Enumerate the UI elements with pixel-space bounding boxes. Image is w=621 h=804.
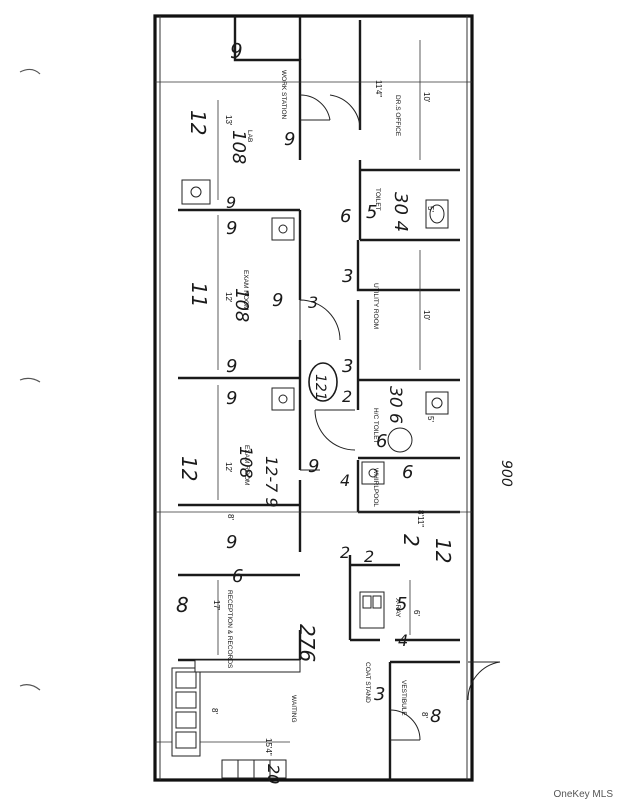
note-5-toilet: 5 [366,202,377,223]
note-8-recep: 8 [176,593,189,617]
note-9-exam1: 9 [226,218,237,239]
note-2-xray-b: 2 [364,547,374,566]
dim-top-overall: 11'4" [374,80,383,97]
label-vestibule: VESTIBULE [400,680,407,716]
dim-utility-width: 10' [422,310,431,321]
room-labels: WORK STATION DR.S OFFICE LAB TOILET EXAM… [226,70,407,723]
note-3-coat: 3 [374,684,385,705]
label-lab: LAB [246,130,253,142]
note-20: 20 [264,764,283,784]
label-whirlpool: WHIRLPOOL [372,468,379,507]
dim-lab-depth: 13' [224,115,233,126]
dim-waiting-left: 8' [210,708,219,714]
dim-exam2-depth: 12' [224,462,233,473]
note-9-lower: 9 [226,532,237,553]
label-exam-room-2: EXAM ROOM [243,445,250,485]
note-9-mid: 9 [272,290,283,311]
dim-xray-width: 6' [412,610,421,616]
note-3c: 3 [342,356,353,377]
note-6-whirl: 6 [402,462,413,483]
dim-office-width: 10' [422,92,431,103]
note-276: 276 [295,624,319,662]
circled-number-ring [308,362,338,402]
dim-reception-depth: 17' [212,600,221,611]
label-hc-toilet: H/C TOILET [372,408,379,444]
dim-vestibule-width: 8' [420,712,429,718]
note-circled: 121 [312,374,328,401]
note-12-lower: 12 [431,538,455,563]
note-9-corr: 9 [226,193,236,212]
dim-mid-right: 8'11" [416,510,425,527]
note-9-exam2: 9 [308,456,319,477]
note-6-top: 6 [340,206,351,227]
note-2-xray: 2 [340,543,350,562]
note-4-xray: 4 [398,631,408,650]
label-reception: RECEPTION & RECORDS [226,590,233,669]
note-2-whirl: 2 [399,534,423,547]
reception-counter [194,659,301,673]
label-toilet: TOILET [374,188,381,211]
label-drs-office: DR.S OFFICE [394,95,401,137]
dim-bottom-overall: 15'4" [264,738,273,756]
doors [299,94,421,741]
binder-marks [19,68,41,691]
label-coat-stand: COAT STAND [364,662,371,703]
dim-hc-width: 5' [426,416,435,422]
dim-toilet-width: 5' [426,206,435,212]
fixtures [171,179,449,779]
note-108c: 108 [235,446,255,479]
note-3b: 3 [308,293,318,312]
dimension-labels: 11'4" 10' 13' 12' 10' 5' 5' 12' 8' 8'11"… [210,80,435,756]
note-900: 900 [498,460,514,487]
note-9-exam1b: 9 [226,356,237,377]
label-work-station: WORK STATION [280,70,287,120]
note-6-hc: 6 [376,431,387,452]
note-4-whirl: 4 [340,471,350,490]
note-306: 30 6 [385,386,405,424]
dim-mid-left: 8' [226,514,235,520]
note-3a: 3 [342,266,353,287]
note-2: 2 [342,387,352,406]
note-9-exam2-top: 9 [226,388,237,409]
note-108b: 108 [231,288,252,322]
note-304: 30 4 [390,192,411,232]
dimension-lines [155,40,472,743]
note-1239: 12-7 9 [262,456,281,508]
label-utility-room: UTILITY ROOM [372,283,379,329]
note-9-lab: 9 [284,129,295,150]
label-xray: X-RAY [394,598,401,618]
note-12-lab: 12 [186,110,210,135]
note-8-vest: 8 [430,706,441,727]
label-exam-room-1: EXAM ROOM [242,270,249,310]
note-6-recep: 6 [232,566,243,587]
note-11: 11 [187,282,211,307]
note-12-exam2: 12 [177,456,201,481]
note-9-top: 9 [230,39,243,63]
note-5-xray: 5 [396,594,407,615]
note-108: 108 [228,130,249,164]
exterior-walls [153,14,474,782]
watermark-text: OneKey MLS [553,789,613,800]
label-waiting: WAITING [290,695,297,723]
dim-exam1-depth: 12' [224,292,233,303]
handwritten-notes: 9 12 108 9 9 6 5 30 4 9 11 108 9 3 3 9 1… [176,39,514,784]
